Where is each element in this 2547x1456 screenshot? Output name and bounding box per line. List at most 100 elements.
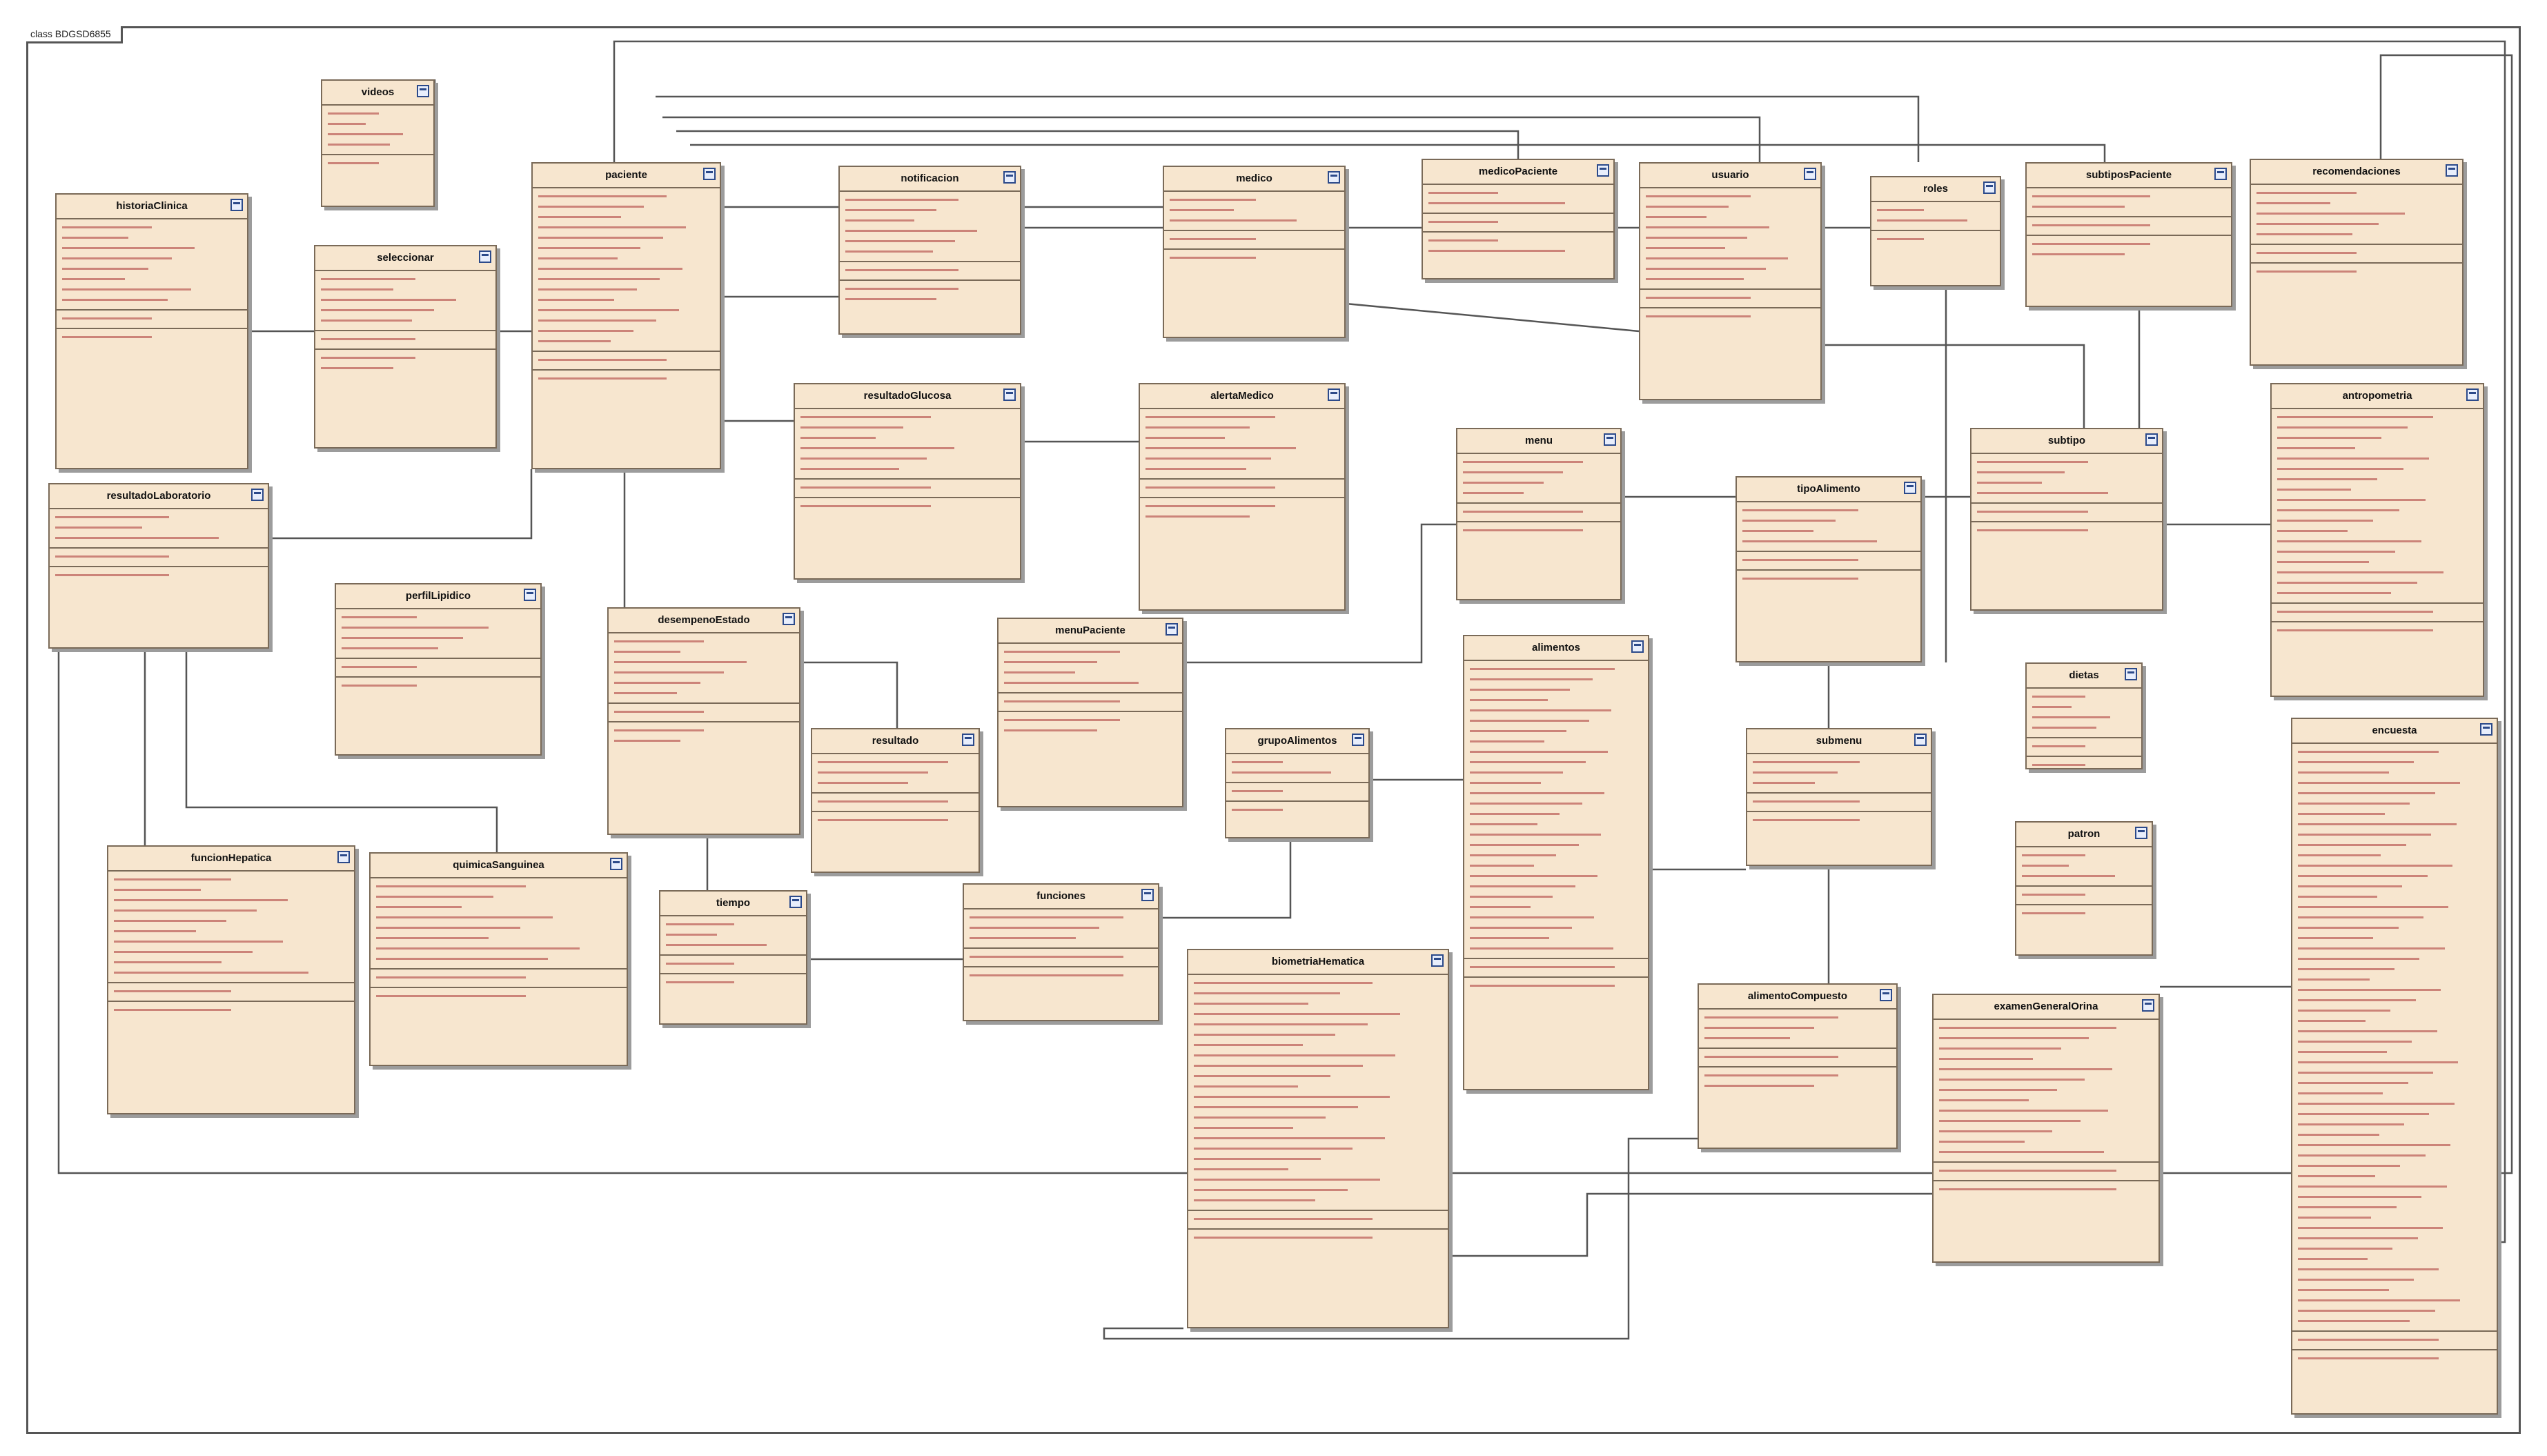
column-row xyxy=(1194,1050,1442,1061)
class-name: funciones xyxy=(1036,890,1085,902)
column-row xyxy=(1939,1095,2153,1105)
class-resultadoLaboratorio[interactable]: resultadoLaboratorio xyxy=(48,483,269,649)
class-menu[interactable]: menu xyxy=(1456,428,1622,600)
column-row xyxy=(1004,647,1177,657)
column-row xyxy=(1004,696,1177,707)
class-header: menu xyxy=(1457,429,1620,454)
column-row xyxy=(342,662,535,672)
table-icon xyxy=(1431,954,1444,967)
column-row xyxy=(1194,1102,1442,1112)
column-row xyxy=(1194,1232,1442,1243)
column-row xyxy=(1470,685,1642,695)
column-row xyxy=(328,139,428,150)
table-icon xyxy=(783,613,795,625)
class-biometriaHematica[interactable]: biometriaHematica xyxy=(1187,949,1449,1328)
class-dietas[interactable]: dietas xyxy=(2025,662,2143,769)
class-recomendaciones[interactable]: recomendaciones xyxy=(2250,159,2464,366)
column-row xyxy=(2032,249,2225,259)
column-row xyxy=(1470,788,1642,798)
column-row xyxy=(1145,482,1339,493)
column-row xyxy=(1428,198,1608,208)
class-subtiposPaciente[interactable]: subtiposPaciente xyxy=(2025,162,2232,307)
column-row xyxy=(1646,253,1815,264)
class-alertaMedico[interactable]: alertaMedico xyxy=(1139,383,1346,611)
class-header: submenu xyxy=(1747,729,1931,754)
class-submenu[interactable]: submenu xyxy=(1746,728,1932,866)
class-usuario[interactable]: usuario xyxy=(1639,162,1822,400)
column-row xyxy=(2298,923,2491,933)
class-subtipo[interactable]: subtipo xyxy=(1970,428,2163,611)
column-row xyxy=(114,947,348,957)
class-historiaClinica[interactable]: historiaClinica xyxy=(55,193,248,469)
class-quimicaSanguinea[interactable]: quimicaSanguinea xyxy=(369,852,628,1066)
column-row xyxy=(2032,239,2225,249)
fk-section xyxy=(1934,1181,2158,1199)
class-name: historiaClinica xyxy=(116,200,188,212)
column-row xyxy=(2298,1099,2491,1109)
class-header: medicoPaciente xyxy=(1423,160,1613,185)
class-grupoAlimentos[interactable]: grupoAlimentos xyxy=(1225,728,1370,838)
column-row xyxy=(1877,215,1994,226)
column-row xyxy=(2032,220,2225,230)
pk-section xyxy=(964,949,1158,967)
pk-section xyxy=(1747,794,1931,812)
class-resultadoGlucosa[interactable]: resultadoGlucosa xyxy=(794,383,1021,580)
fk-section xyxy=(533,371,720,388)
class-desempenoEstado[interactable]: desempenoEstado xyxy=(607,607,800,835)
class-funciones[interactable]: funciones xyxy=(963,883,1159,1021)
class-paciente[interactable]: paciente xyxy=(531,162,721,469)
class-perfilLipidico[interactable]: perfilLipidico xyxy=(335,583,542,756)
class-name: menu xyxy=(1524,435,1553,446)
column-row xyxy=(1753,815,1925,825)
column-row xyxy=(538,253,714,264)
fk-section xyxy=(795,498,1020,515)
column-row xyxy=(2032,722,2136,733)
class-antropometria[interactable]: antropometria xyxy=(2270,383,2484,697)
column-row xyxy=(1470,809,1642,819)
column-row xyxy=(845,284,1014,294)
class-alimentos[interactable]: alimentos xyxy=(1463,635,1649,1090)
class-examenGeneralOrina[interactable]: examenGeneralOrina xyxy=(1932,994,2160,1263)
pk-section xyxy=(795,480,1020,498)
column-row xyxy=(1646,274,1815,284)
column-row xyxy=(970,923,1152,933)
class-notificacion[interactable]: notificacion xyxy=(838,166,1021,335)
class-header: funciones xyxy=(964,885,1158,909)
class-header: alimentoCompuesto xyxy=(1699,985,1896,1010)
column-row xyxy=(800,464,1014,474)
class-name: alimentos xyxy=(1531,642,1581,653)
class-patron[interactable]: patron xyxy=(2015,821,2153,956)
class-resultado[interactable]: resultado xyxy=(811,728,980,873)
fk-section xyxy=(964,967,1158,985)
class-name: encuesta xyxy=(2372,725,2417,736)
class-menuPaciente[interactable]: menuPaciente xyxy=(997,618,1183,807)
class-name: roles xyxy=(1923,183,1948,195)
class-encuesta[interactable]: encuesta xyxy=(2291,718,2498,1415)
class-videos[interactable]: videos xyxy=(321,79,435,207)
class-tiempo[interactable]: tiempo xyxy=(659,890,807,1025)
column-row xyxy=(114,1005,348,1015)
class-roles[interactable]: roles xyxy=(1870,176,2001,286)
fk-section xyxy=(50,567,268,584)
class-name: submenu xyxy=(1816,735,1862,747)
pk-section xyxy=(533,352,720,371)
columns-section xyxy=(1464,661,1648,959)
column-row xyxy=(2298,1212,2491,1223)
column-row xyxy=(818,767,973,778)
column-row xyxy=(1194,1071,1442,1081)
class-header: medico xyxy=(1164,167,1344,192)
class-seleccionar[interactable]: seleccionar xyxy=(314,245,497,449)
class-alimentoCompuesto[interactable]: alimentoCompuesto xyxy=(1698,983,1898,1149)
fk-section xyxy=(609,722,799,750)
column-row xyxy=(2298,1275,2491,1285)
column-row xyxy=(1646,212,1815,222)
class-medico[interactable]: medico xyxy=(1163,166,1346,338)
class-medicoPaciente[interactable]: medicoPaciente xyxy=(1422,159,1615,279)
column-row xyxy=(1742,536,1915,547)
fk-section xyxy=(371,988,627,1005)
class-tipoAlimento[interactable]: tipoAlimento xyxy=(1735,476,1922,662)
column-row xyxy=(614,667,794,678)
column-row xyxy=(2298,829,2491,840)
class-funcionHepatica[interactable]: funcionHepatica xyxy=(107,845,355,1114)
column-row xyxy=(62,253,242,264)
